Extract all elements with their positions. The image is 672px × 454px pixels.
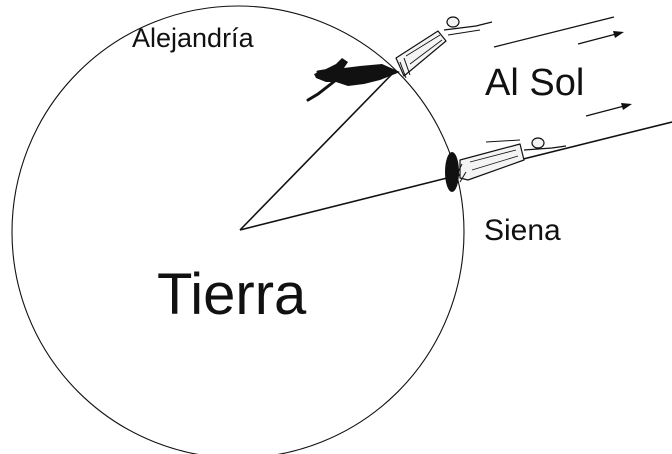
alejandria-label: Alejandría bbox=[132, 23, 255, 53]
arrow-icon bbox=[585, 103, 632, 117]
siena-label: Siena bbox=[484, 214, 561, 247]
sun-direction-label: Al Sol bbox=[485, 62, 584, 104]
well-icon bbox=[445, 152, 459, 192]
radius-to-alejandria bbox=[239, 69, 397, 231]
sun-ray-upper bbox=[493, 16, 615, 48]
earth-circle bbox=[11, 5, 465, 454]
earth-label: Tierra bbox=[157, 262, 307, 327]
arrow-icon bbox=[577, 31, 624, 45]
reclining-person-icon bbox=[395, 16, 493, 79]
reclining-person-icon bbox=[455, 137, 567, 183]
shadow-icon bbox=[306, 58, 400, 102]
radius-to-siena bbox=[239, 175, 456, 231]
